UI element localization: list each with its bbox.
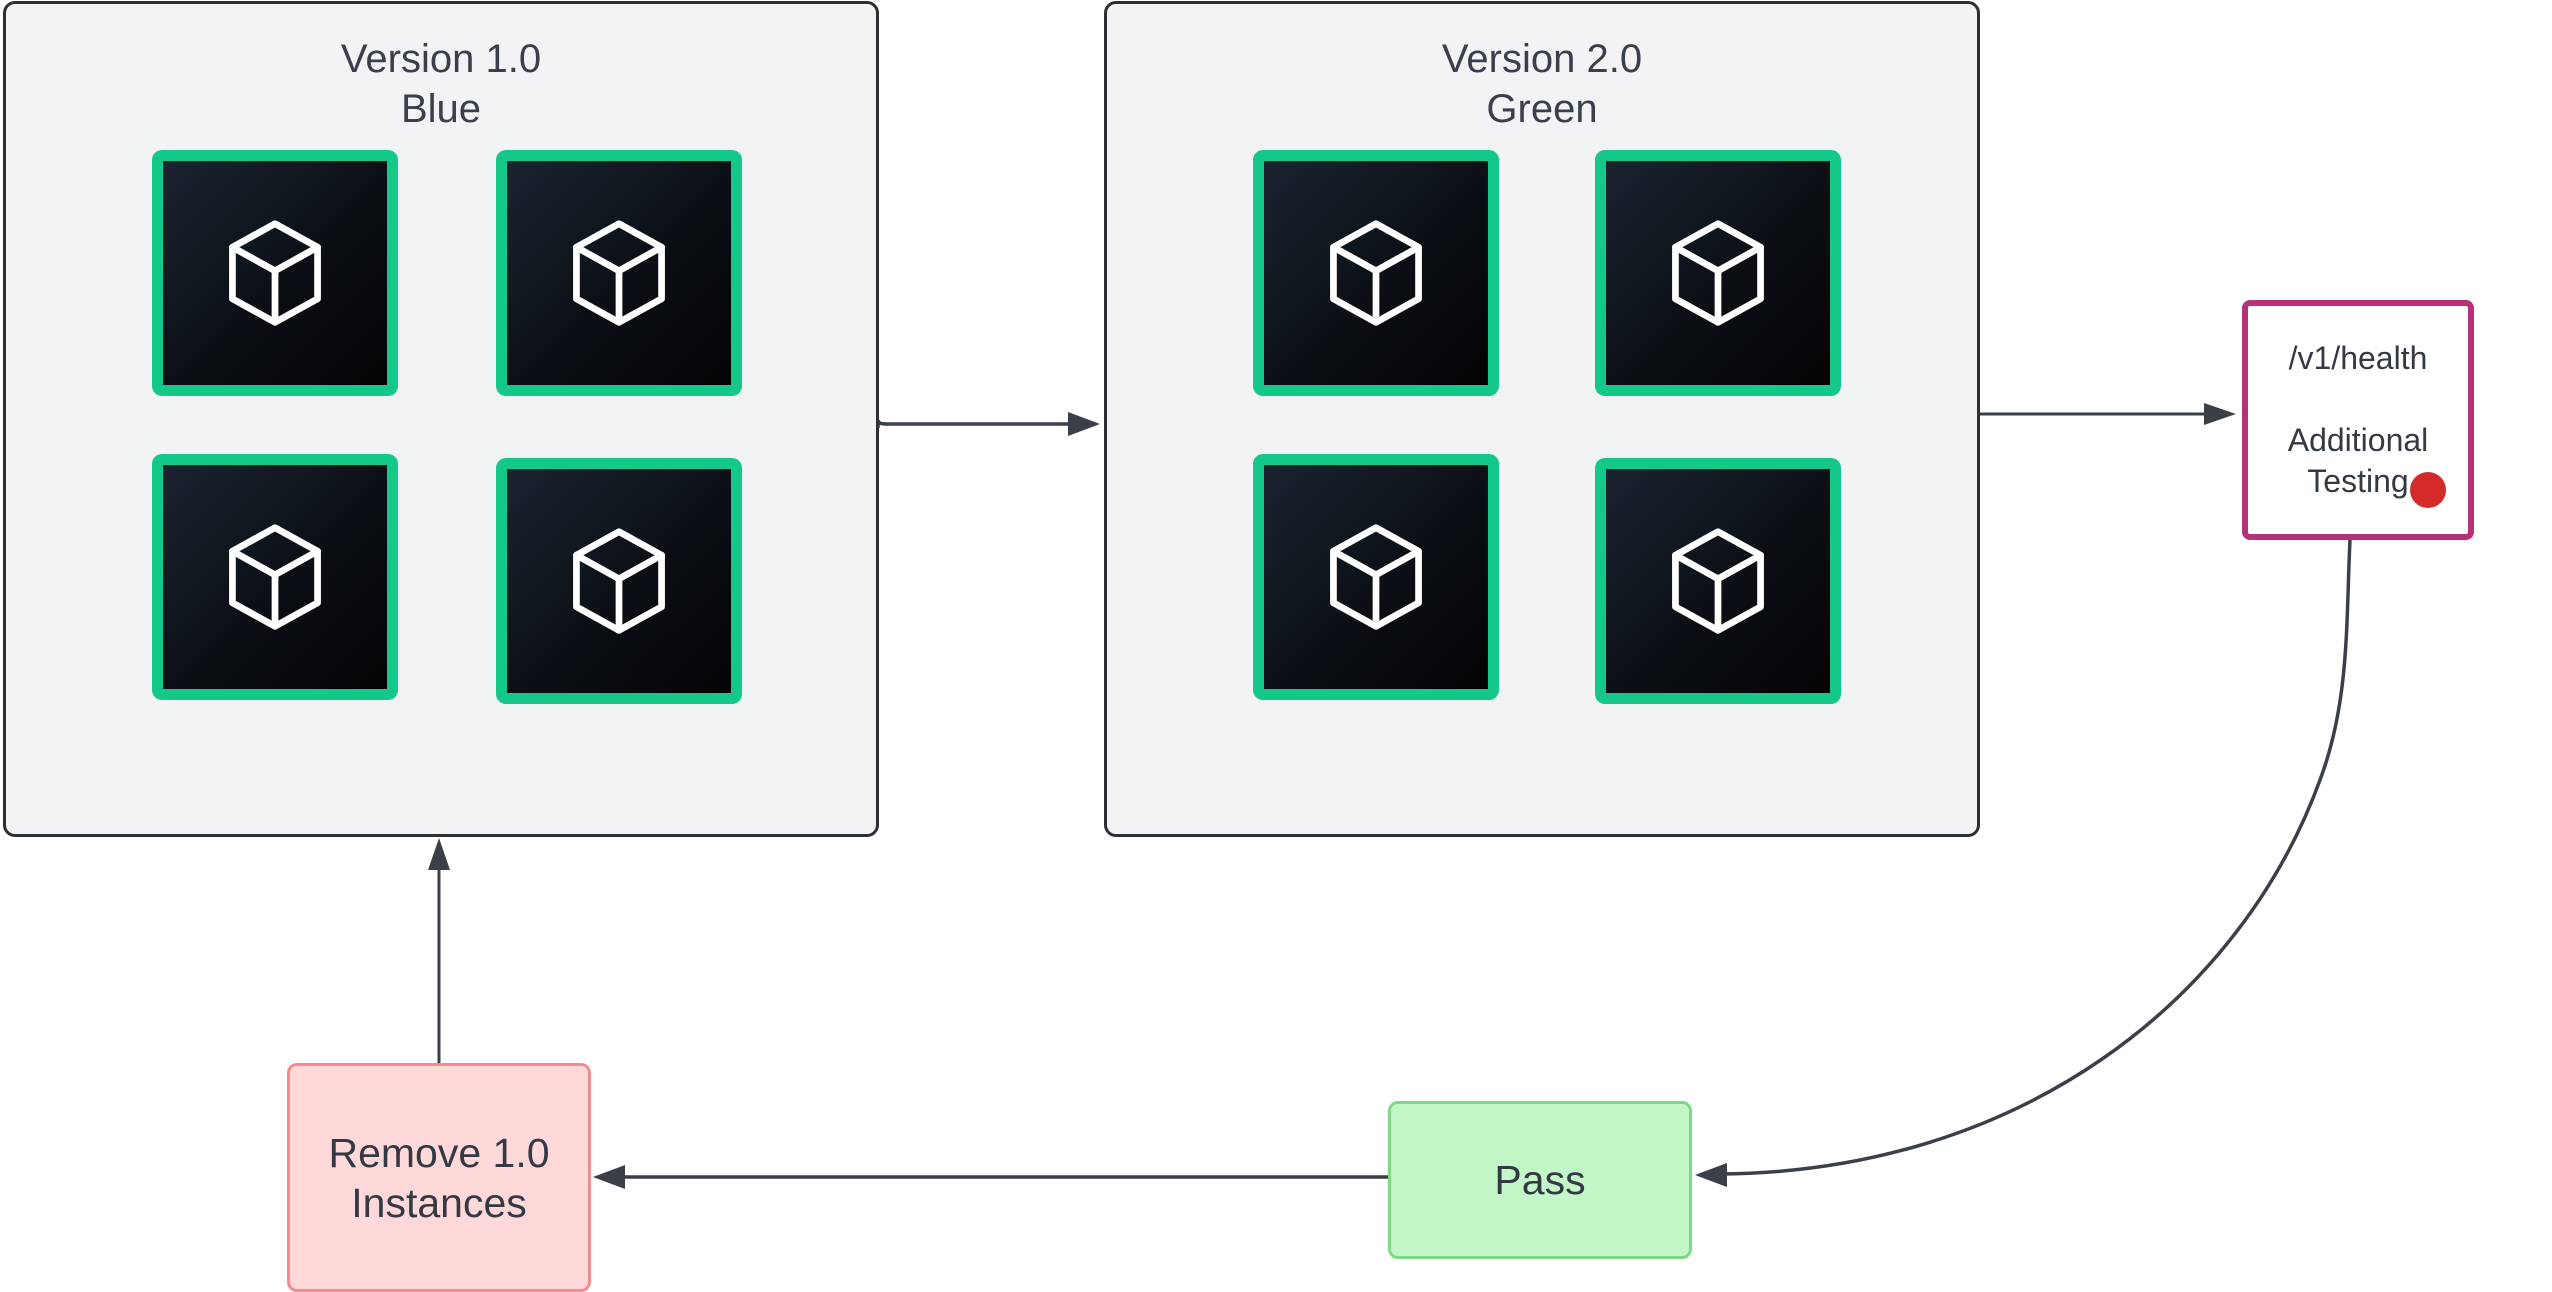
instance-card bbox=[1253, 150, 1499, 396]
instance-card bbox=[1595, 150, 1841, 396]
group-title: Version 2.0 Green bbox=[1107, 34, 1977, 134]
instance-card bbox=[152, 150, 398, 396]
arrowhead-green bbox=[1068, 412, 1100, 436]
pass-node: Pass bbox=[1388, 1101, 1692, 1259]
group-version-label: Version 2.0 bbox=[1441, 37, 1643, 81]
cube-icon bbox=[573, 528, 665, 634]
instance-card bbox=[496, 150, 742, 396]
remove-line-2: Instances bbox=[351, 1179, 527, 1226]
instance-card bbox=[1595, 458, 1841, 704]
version-1-blue-group: Version 1.0 Blue bbox=[3, 1, 879, 837]
version-2-green-group: Version 2.0 Green bbox=[1104, 1, 1980, 837]
instance-card bbox=[1253, 454, 1499, 700]
cube-icon bbox=[229, 524, 321, 630]
cube-icon bbox=[229, 220, 321, 326]
status-dot bbox=[2410, 472, 2446, 508]
pass-label: Pass bbox=[1494, 1156, 1586, 1203]
cube-icon bbox=[1330, 220, 1422, 326]
cube-icon bbox=[1672, 220, 1764, 326]
cube-icon bbox=[1672, 528, 1764, 634]
instance-card bbox=[152, 454, 398, 700]
group-version-label: Version 1.0 bbox=[340, 37, 542, 81]
instance-card bbox=[496, 458, 742, 704]
additional-label: Additional bbox=[2287, 422, 2429, 458]
arrowhead-pass bbox=[1695, 1163, 1727, 1187]
cube-icon bbox=[1330, 524, 1422, 630]
health-endpoint-label: /v1/health bbox=[2288, 340, 2428, 376]
arrow-blue-to-green bbox=[876, 419, 1093, 428]
testing-label: Testing bbox=[2307, 463, 2409, 499]
group-color-label: Green bbox=[1486, 87, 1598, 131]
arrow-health-to-pass bbox=[1719, 539, 2352, 1176]
remove-instances-node: Remove 1.0 Instances bbox=[287, 1063, 591, 1292]
remove-line-1: Remove 1.0 bbox=[328, 1129, 550, 1176]
arrowhead-health bbox=[2204, 403, 2236, 425]
cube-icon bbox=[573, 220, 665, 326]
arrowhead-blue bbox=[428, 838, 450, 870]
group-title: Version 1.0 Blue bbox=[6, 34, 876, 134]
group-color-label: Blue bbox=[400, 87, 482, 131]
arrowhead-remove bbox=[593, 1165, 625, 1189]
